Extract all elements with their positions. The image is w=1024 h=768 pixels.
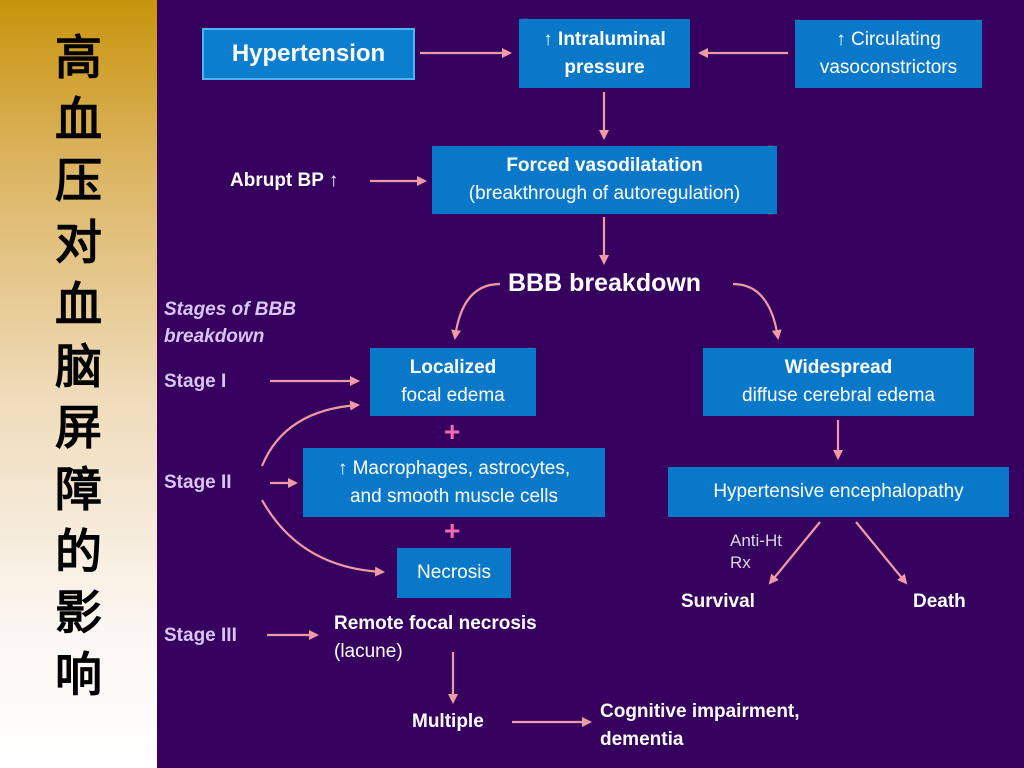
plus-sign-1: + (444, 416, 461, 447)
title-char: 血 (55, 277, 102, 333)
bbb-breakdown-label: BBB breakdown (508, 269, 702, 297)
vasoconstrictors-label-1: ↑ Circulating (836, 29, 941, 50)
title-char: 影 (55, 586, 102, 642)
localized-label-1: Localized (409, 357, 497, 378)
title-char: 障 (55, 462, 102, 518)
stages-heading-line-2: breakdown (164, 326, 265, 347)
title-char: 的 (55, 524, 102, 580)
title-sidebar: 高血压对血脑屏障的影响 (0, 0, 157, 768)
slide-title: 高血压对血脑屏障的影响 (0, 28, 157, 707)
necrosis-box: Necrosis (397, 548, 511, 598)
localized-edema-box: Localized focal edema (370, 348, 536, 416)
circulating-vasoconstrictors-box: ↑ Circulating vasoconstrictors (795, 20, 982, 88)
stages-heading: Stages of BBB breakdown (164, 296, 296, 350)
widespread-edema-box: Widespread diffuse cerebral edema (703, 348, 974, 416)
anti-ht-line-2: Rx (730, 553, 751, 572)
abrupt-bp-label: Abrupt BP ↑ (230, 170, 339, 191)
cognitive-line-1: Cognitive impairment, (600, 701, 800, 722)
multiple-label: Multiple (412, 711, 484, 732)
intraluminal-label-2: pressure (564, 56, 645, 78)
title-char: 屏 (55, 401, 102, 457)
cognitive-label: Cognitive impairment, dementia (600, 698, 800, 754)
title-char: 对 (55, 216, 102, 272)
macrophages-label-1: ↑ Macrophages, astrocytes, (337, 457, 571, 479)
forced-vasodilatation-box: Forced vasodilatation (breakthrough of a… (432, 146, 777, 214)
remote-necrosis-label: Remote focal necrosis (lacune) (334, 610, 537, 666)
stages-heading-line-1: Stages of BBB (164, 299, 296, 320)
anti-ht-line-1: Anti-Ht (730, 531, 782, 550)
macrophages-label-2: and smooth muscle cells (349, 485, 559, 507)
widespread-label-1: Widespread (784, 357, 893, 378)
cognitive-line-2: dementia (600, 729, 684, 750)
remote-label-1: Remote focal necrosis (334, 613, 537, 634)
stage-3-label: Stage III (164, 625, 237, 646)
title-char: 响 (55, 648, 102, 704)
intraluminal-label-1: ↑ Intraluminal (543, 28, 666, 50)
title-char: 压 (55, 154, 102, 210)
encephalopathy-box: Hypertensive encephalopathy (668, 467, 1009, 517)
title-char: 高 (55, 31, 102, 86)
intraluminal-pressure-box: ↑ Intraluminal pressure (519, 19, 690, 88)
remote-label-2: (lacune) (334, 641, 403, 662)
stage-1-label: Stage I (164, 371, 227, 392)
death-label: Death (913, 591, 966, 612)
hypertension-box: Hypertension (202, 28, 415, 80)
encephalopathy-label: Hypertensive encephalopathy (713, 481, 964, 502)
stage-2-label: Stage II (164, 472, 232, 493)
vasoconstrictors-label-2: vasoconstrictors (819, 57, 958, 78)
title-char: 血 (55, 92, 102, 148)
macrophages-box: ↑ Macrophages, astrocytes, and smooth mu… (303, 448, 605, 517)
vasodilatation-label-2: (breakthrough of autoregulation) (468, 183, 741, 204)
survival-label: Survival (681, 591, 755, 612)
vasodilatation-label-1: Forced vasodilatation (506, 155, 703, 176)
anti-ht-label: Anti-Ht Rx (730, 530, 782, 574)
widespread-label-2: diffuse cerebral edema (742, 385, 935, 406)
title-char: 脑 (55, 339, 102, 395)
hypertension-label: Hypertension (231, 40, 386, 67)
plus-sign-2: + (444, 515, 461, 546)
localized-label-2: focal edema (401, 385, 505, 406)
necrosis-label: Necrosis (417, 562, 491, 583)
